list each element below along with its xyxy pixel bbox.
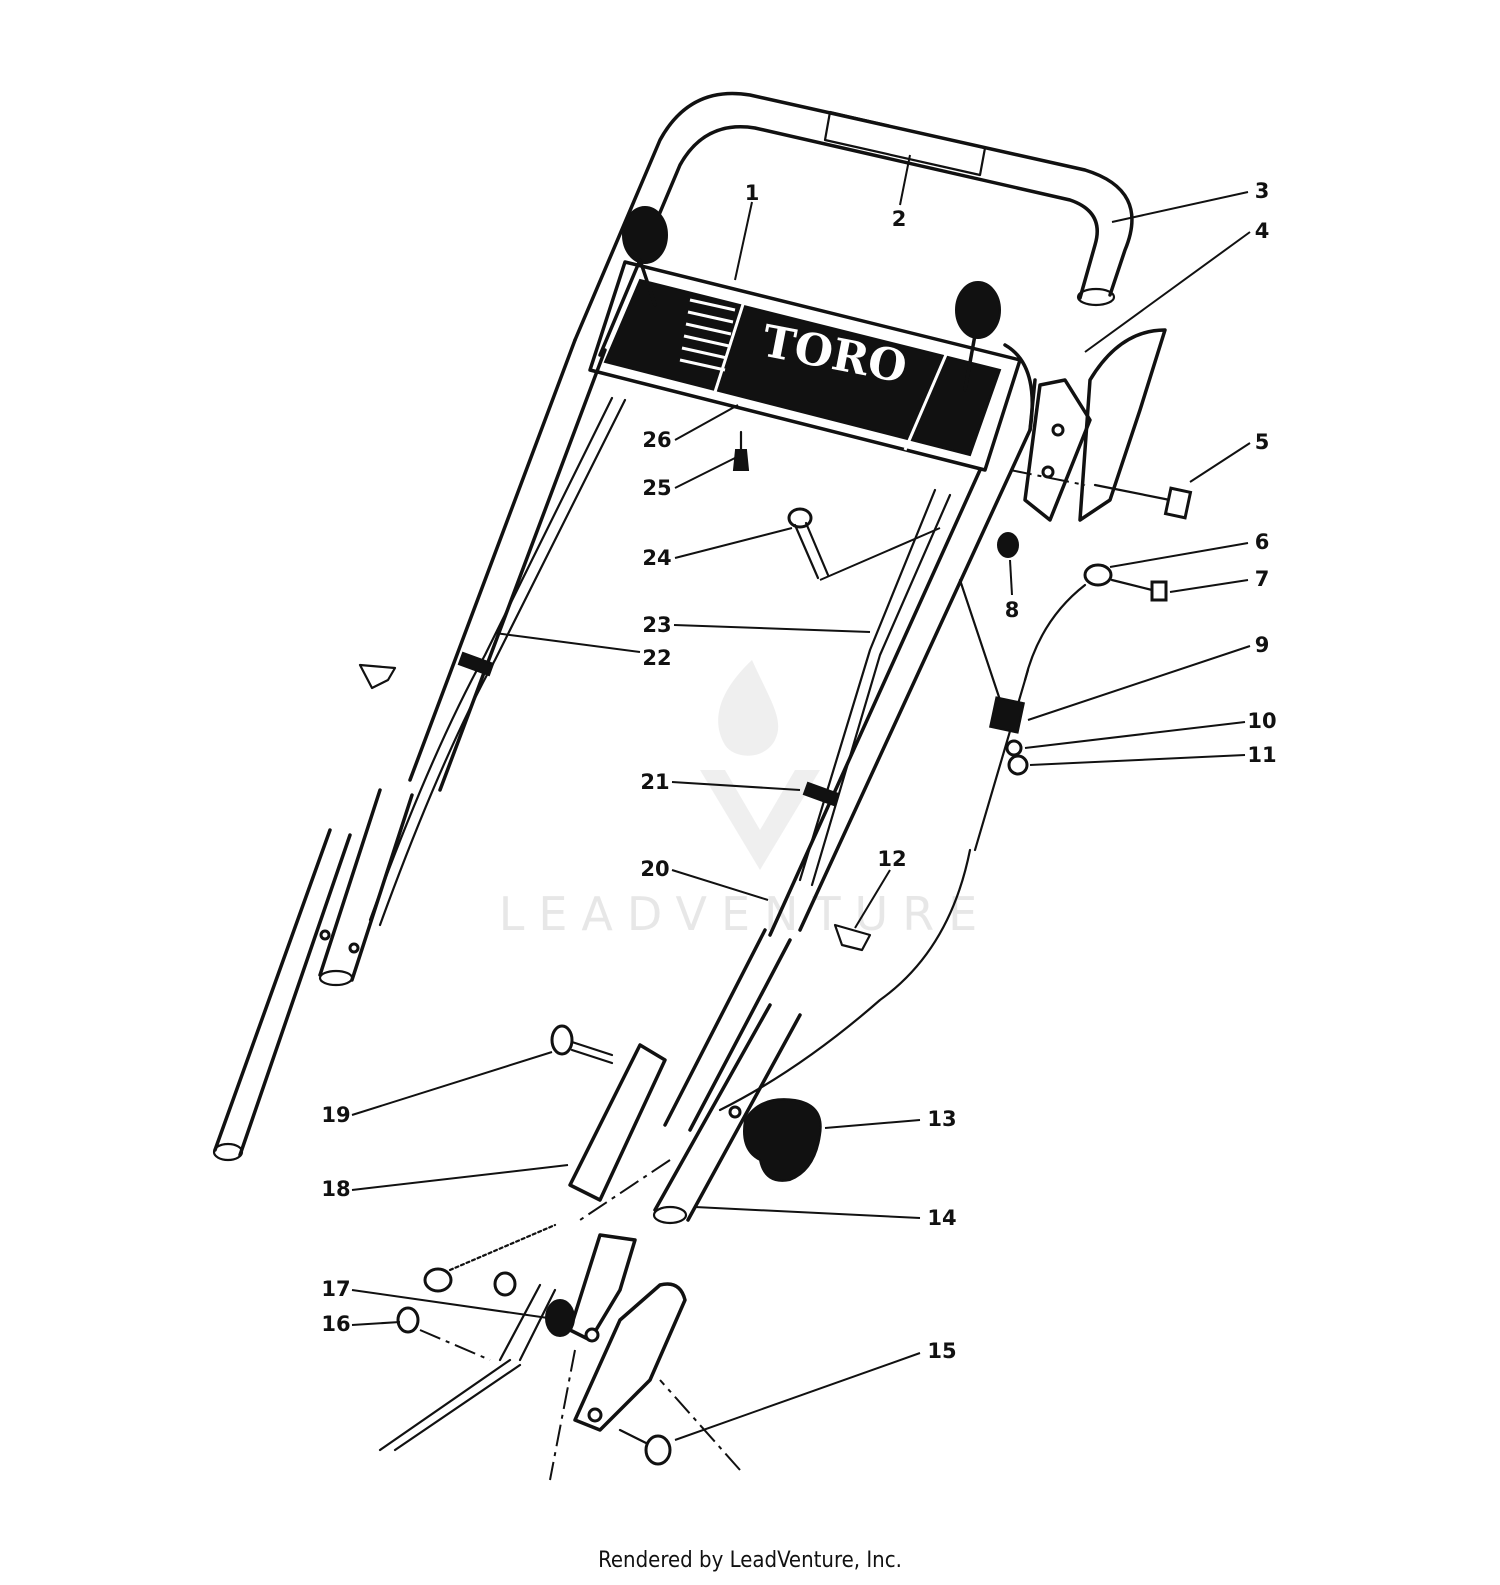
- callout-15: 15: [927, 1339, 956, 1363]
- callout-11: 11: [1247, 743, 1276, 767]
- lower-left-tube: [212, 788, 414, 1162]
- callout-18: 18: [321, 1177, 350, 1201]
- callout-5: 5: [1255, 430, 1270, 454]
- footer-credit: Rendered by LeadVenture, Inc.: [598, 1548, 902, 1573]
- decal-stripes: [679, 298, 736, 372]
- centerlines: [419, 469, 1086, 1481]
- callout-labels: 1 2 3 4 5 6 7 8 9 10 11 12 13 14 15 16 1…: [321, 179, 1276, 1363]
- fasteners-24-25: [732, 430, 830, 580]
- callout-10: 10: [1247, 709, 1276, 733]
- callout-9: 9: [1255, 633, 1270, 657]
- callout-6: 6: [1255, 530, 1270, 554]
- handle-knob: [728, 1098, 822, 1182]
- watermark-v-icon: [700, 770, 820, 870]
- callout-17: 17: [321, 1277, 350, 1301]
- lower-right-tubes: [568, 928, 802, 1225]
- lower-assembly: [378, 1223, 687, 1466]
- callout-1: 1: [745, 181, 760, 205]
- watermark-flame-icon: [718, 660, 779, 756]
- callout-7: 7: [1255, 567, 1270, 591]
- callout-4: 4: [1255, 219, 1270, 243]
- callout-25: 25: [642, 476, 671, 500]
- callout-20: 20: [640, 857, 669, 881]
- callout-22: 22: [642, 646, 671, 670]
- callout-23: 23: [642, 613, 671, 637]
- callout-24: 24: [642, 546, 671, 570]
- callout-16: 16: [321, 1312, 350, 1336]
- control-cable: [718, 848, 972, 1112]
- cable-clips: [358, 663, 872, 952]
- cable-adjuster: [958, 578, 1029, 776]
- callout-8: 8: [1005, 598, 1020, 622]
- callout-19: 19: [321, 1103, 350, 1127]
- control-knobs: [622, 206, 1001, 392]
- callout-3: 3: [1255, 179, 1270, 203]
- callout-2: 2: [892, 207, 907, 231]
- leader-lines: [351, 154, 1251, 1441]
- watermark: LEADVENTURE: [499, 660, 992, 941]
- callout-13: 13: [927, 1107, 956, 1131]
- right-bracket: [973, 328, 1193, 852]
- bolt-19: [550, 1024, 614, 1065]
- watermark-text: LEADVENTURE: [499, 887, 992, 941]
- callout-26: 26: [642, 428, 671, 452]
- callout-21: 21: [640, 770, 669, 794]
- upper-handle: [408, 91, 1134, 937]
- callout-14: 14: [927, 1206, 956, 1230]
- callout-12: 12: [877, 847, 906, 871]
- control-panel: TORO: [588, 260, 1022, 472]
